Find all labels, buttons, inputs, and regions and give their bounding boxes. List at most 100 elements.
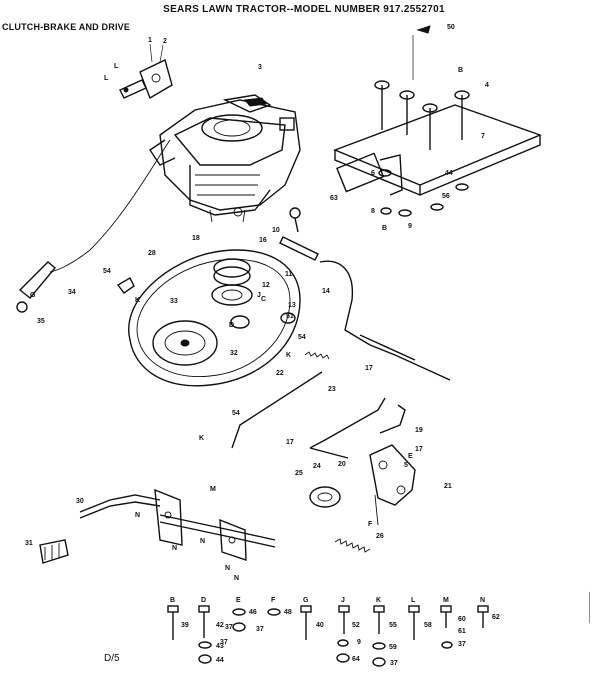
drive-belt-assembly	[128, 249, 301, 387]
callout-37d: 37	[390, 660, 398, 667]
brake-arm	[369, 444, 416, 526]
hardware-legend	[167, 605, 489, 667]
cable-bracket-assembly	[119, 43, 173, 100]
letter-n-4: N	[225, 565, 230, 572]
idler-pulley	[309, 486, 341, 508]
clutch-shaft	[279, 207, 451, 381]
washer-37	[441, 641, 453, 649]
callout-16: 16	[259, 237, 267, 244]
engine-assembly	[149, 94, 301, 223]
page-title: SEARS LAWN TRACTOR--MODEL NUMBER 917.255…	[163, 4, 445, 15]
washer-f	[267, 608, 281, 616]
letter-l-1: L	[114, 63, 119, 70]
callout-28: 28	[148, 250, 156, 257]
callout-48: 48	[284, 609, 292, 616]
control-cable	[49, 139, 171, 273]
callout-42: 42	[216, 622, 224, 629]
callout-5: 5	[404, 462, 408, 469]
bolt-n	[477, 605, 489, 628]
callout-54b: 54	[298, 334, 306, 341]
callout-33: 33	[170, 298, 178, 305]
callout-39: 39	[181, 622, 189, 629]
callout-17a: 17	[365, 365, 373, 372]
letter-n-5: N	[234, 575, 239, 582]
callout-62: 62	[492, 614, 500, 621]
bolt-b	[167, 605, 179, 640]
letter-k-1: K	[135, 297, 140, 304]
bolt-d	[198, 605, 210, 638]
callout-11: 11	[285, 271, 293, 278]
letter-b-1: B	[458, 67, 463, 74]
bolt-j	[338, 605, 350, 634]
callout-37e: 37	[220, 639, 228, 646]
washer-56	[372, 642, 386, 650]
letter-b-2: B	[382, 225, 387, 232]
brake-spring	[334, 538, 371, 553]
letter-d-1: D	[229, 322, 234, 329]
legend-letter-j: J	[341, 597, 345, 604]
legend-letters: B D E F G J K L M N	[170, 597, 485, 604]
washer-43	[198, 641, 212, 649]
bolt-l	[408, 605, 420, 640]
legend-letter-d: D	[201, 597, 206, 604]
callout-9: 9	[408, 223, 412, 230]
callout-44b: 44	[445, 170, 453, 177]
callout-58: 58	[424, 622, 432, 629]
callout-54c: 54	[232, 410, 240, 417]
callout-21: 21	[444, 483, 452, 490]
brake-rods	[231, 371, 406, 459]
callout-19: 19	[415, 427, 423, 434]
nut-37	[372, 657, 386, 667]
callout-8: 8	[371, 208, 375, 215]
letter-c-1: C	[261, 296, 266, 303]
callout-61: 61	[458, 628, 466, 635]
shift-linkage	[39, 488, 276, 564]
callout-17b: 17	[286, 439, 294, 446]
letter-references: L L B B G K K K J E F D M N N N N N C	[30, 63, 463, 582]
callout-31: 31	[25, 540, 33, 547]
letter-j-1: J	[257, 292, 261, 299]
callout-34: 34	[68, 289, 76, 296]
legend-letter-e: E	[236, 597, 241, 604]
callout-10: 10	[272, 227, 280, 234]
washer-e	[232, 608, 246, 616]
letter-n-1: N	[135, 512, 140, 519]
legend-letter-k: K	[376, 597, 381, 604]
callout-30: 30	[76, 498, 84, 505]
nut-64	[336, 653, 350, 663]
callout-60: 60	[458, 616, 466, 623]
callout-25: 25	[295, 470, 303, 477]
callout-37c: 37	[458, 641, 466, 648]
callout-40: 40	[316, 622, 324, 629]
section-subtitle: CLUTCH-BRAKE AND DRIVE	[2, 22, 131, 32]
callout-64: 64	[352, 656, 360, 663]
legend-letter-m: M	[443, 597, 449, 604]
callout-7: 7	[481, 133, 485, 140]
callout-22: 22	[276, 370, 284, 377]
callout-35: 35	[37, 318, 45, 325]
letter-g-1: G	[30, 292, 36, 299]
footer-code: D/5	[104, 653, 120, 664]
lever-bracket	[16, 261, 135, 313]
frame-plate	[333, 104, 542, 197]
callout-51: 51	[286, 313, 294, 320]
callout-37b: 37	[256, 626, 264, 633]
callout-17c: 17	[415, 446, 423, 453]
callout-44a: 44	[216, 657, 224, 664]
washer-9	[337, 639, 349, 647]
callout-24: 24	[313, 463, 321, 470]
callout-20: 20	[338, 461, 346, 468]
letter-k-3: K	[199, 435, 204, 442]
letter-l-2: L	[104, 75, 109, 82]
legend-letter-b: B	[170, 597, 175, 604]
bolt-k	[373, 605, 385, 634]
callout-50: 50	[447, 24, 455, 31]
callout-2: 2	[163, 38, 167, 45]
callout-12: 12	[262, 282, 270, 289]
legend-letter-l: L	[411, 597, 416, 604]
legend-letter-g: G	[303, 597, 309, 604]
frame-studs	[374, 25, 470, 150]
callout-1: 1	[148, 37, 152, 44]
nut-e	[232, 622, 246, 632]
